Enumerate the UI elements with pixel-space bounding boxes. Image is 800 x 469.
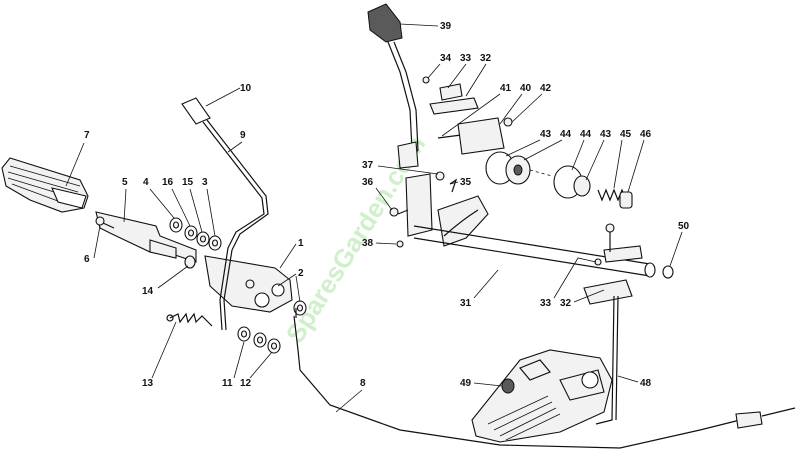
brake-pedal-part (1, 157, 89, 213)
svg-text:43: 43 (540, 129, 552, 140)
svg-text:48: 48 (640, 378, 652, 389)
svg-text:43: 43 (600, 129, 612, 140)
transmission-housing-part (471, 349, 613, 443)
svg-text:32: 32 (560, 298, 572, 309)
svg-text:34: 34 (440, 53, 452, 64)
svg-text:33: 33 (460, 53, 472, 64)
callout-44a: 44 (523, 129, 572, 161)
svg-text:35: 35 (460, 177, 472, 188)
callout-7: 7 (65, 130, 90, 187)
svg-text:36: 36 (362, 177, 374, 188)
svg-text:40: 40 (520, 83, 532, 94)
callout-9: 9 (227, 130, 246, 153)
callout-46: 46 (627, 129, 652, 193)
svg-text:7: 7 (84, 130, 90, 141)
callout-16: 16 (162, 177, 191, 227)
callout-50: 50 (669, 221, 690, 267)
svg-text:46: 46 (640, 129, 652, 140)
svg-text:1: 1 (298, 238, 304, 249)
svg-text:32: 32 (480, 53, 492, 64)
svg-text:9: 9 (240, 130, 246, 141)
callout-6: 6 (84, 225, 101, 265)
svg-text:11: 11 (222, 378, 233, 389)
lower-linkage-part (583, 223, 643, 425)
gear-lever-part (367, 3, 419, 169)
svg-text:44: 44 (560, 129, 572, 140)
svg-text:39: 39 (440, 21, 452, 32)
selector-plate-part (389, 171, 489, 248)
callout-13: 13 (142, 321, 177, 389)
lower-washers-part (237, 326, 281, 354)
svg-text:49: 49 (460, 378, 472, 389)
svg-text:16: 16 (162, 177, 174, 188)
svg-text:15: 15 (182, 177, 194, 188)
detent-spring-part (597, 188, 633, 209)
callout-1: 1 (279, 238, 304, 269)
callout-10: 10 (205, 83, 252, 107)
callout-38: 38 (362, 238, 397, 249)
callout-11: 11 (222, 341, 245, 389)
callout-3: 3 (202, 177, 216, 237)
throttle-lever-part (181, 97, 269, 331)
pivot-pin-part (184, 255, 196, 269)
callout-45: 45 (613, 129, 632, 189)
svg-text:33: 33 (540, 298, 552, 309)
svg-text:3: 3 (202, 177, 208, 188)
svg-text:5: 5 (122, 177, 128, 188)
callout-8: 8 (335, 378, 366, 413)
washer-stack-part (169, 217, 222, 251)
callout-2: 2 (277, 268, 304, 303)
callout-42: 42 (511, 83, 552, 123)
callout-35: 35 (449, 177, 472, 188)
pedal-bracket-part (95, 211, 197, 263)
callout-5: 5 (122, 177, 128, 223)
svg-text:38: 38 (362, 238, 374, 249)
callout-12: 12 (240, 351, 273, 389)
bolt-part (95, 216, 115, 229)
lever-bracket-part (204, 255, 307, 316)
callout-43a: 43 (505, 129, 552, 157)
svg-text:44: 44 (580, 129, 592, 140)
svg-text:8: 8 (360, 378, 366, 389)
svg-text:12: 12 (240, 378, 252, 389)
svg-text:10: 10 (240, 83, 252, 94)
callout-39: 39 (399, 21, 452, 32)
callout-4: 4 (143, 177, 175, 219)
callout-33-lower: 33 (540, 257, 597, 309)
svg-text:6: 6 (84, 254, 90, 265)
svg-text:41: 41 (500, 83, 512, 94)
svg-text:4: 4 (143, 177, 149, 188)
washer-50-part (662, 265, 674, 279)
svg-text:50: 50 (678, 221, 690, 232)
svg-text:42: 42 (540, 83, 552, 94)
callout-34: 34 (427, 53, 452, 79)
svg-text:14: 14 (142, 286, 154, 297)
callout-41: 41 (441, 83, 512, 137)
svg-text:13: 13 (142, 378, 154, 389)
callout-33-upper: 33 (447, 53, 472, 89)
callout-44b: 44 (571, 129, 592, 171)
svg-text:37: 37 (362, 160, 374, 171)
callout-48: 48 (617, 375, 652, 389)
callout-40: 40 (499, 83, 532, 125)
callout-32-upper: 32 (465, 53, 492, 97)
callout-31: 31 (460, 269, 499, 309)
return-spring-part (166, 312, 213, 327)
lever-clip-part (422, 76, 479, 115)
lever-pivot-part (437, 117, 513, 155)
callout-32-lower: 32 (560, 289, 605, 309)
callout-36: 36 (362, 177, 393, 211)
svg-text:45: 45 (620, 129, 632, 140)
callout-43b: 43 (585, 129, 612, 181)
callout-14: 14 (142, 265, 189, 297)
svg-text:31: 31 (460, 298, 472, 309)
svg-text:2: 2 (298, 268, 304, 279)
control-cable-part (293, 308, 796, 449)
callout-49: 49 (460, 378, 503, 389)
cam-discs-part (485, 151, 591, 199)
callout-37: 37 (362, 160, 439, 175)
callout-15: 15 (182, 177, 203, 233)
